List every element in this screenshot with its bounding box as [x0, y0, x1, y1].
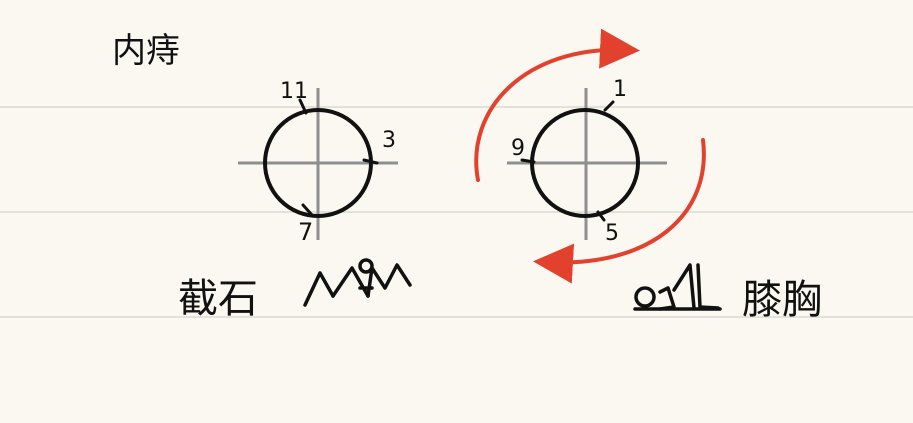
left-label-7: 7 — [298, 218, 313, 246]
right-label-5: 5 — [605, 221, 619, 246]
right-tick-5 — [596, 210, 606, 222]
page-title: 内痔 — [112, 31, 180, 71]
left-tick-7 — [301, 203, 314, 217]
left-clock-diagram: 11 3 7 — [238, 79, 398, 246]
left-position-label: 截石 — [178, 276, 258, 322]
right-label-9: 9 — [511, 136, 525, 161]
rotation-arrow-icon — [474, 28, 706, 284]
ruled-lines — [0, 106, 913, 318]
lower-rotation-arrow — [533, 138, 706, 284]
upper-rotation-arrow — [474, 28, 640, 182]
lithotomy-figure-icon — [303, 258, 412, 307]
right-label-1: 1 — [613, 77, 627, 102]
right-tick-9 — [520, 158, 536, 164]
left-label-11: 11 — [280, 79, 308, 104]
knee-chest-figure-icon — [633, 263, 722, 311]
right-tick-1 — [603, 100, 615, 112]
right-clock-diagram: 1 9 5 — [507, 77, 667, 246]
left-tick-11 — [298, 98, 308, 115]
right-position-label: 膝胸 — [742, 277, 822, 323]
left-tick-3 — [362, 158, 379, 165]
left-label-3: 3 — [382, 128, 396, 153]
